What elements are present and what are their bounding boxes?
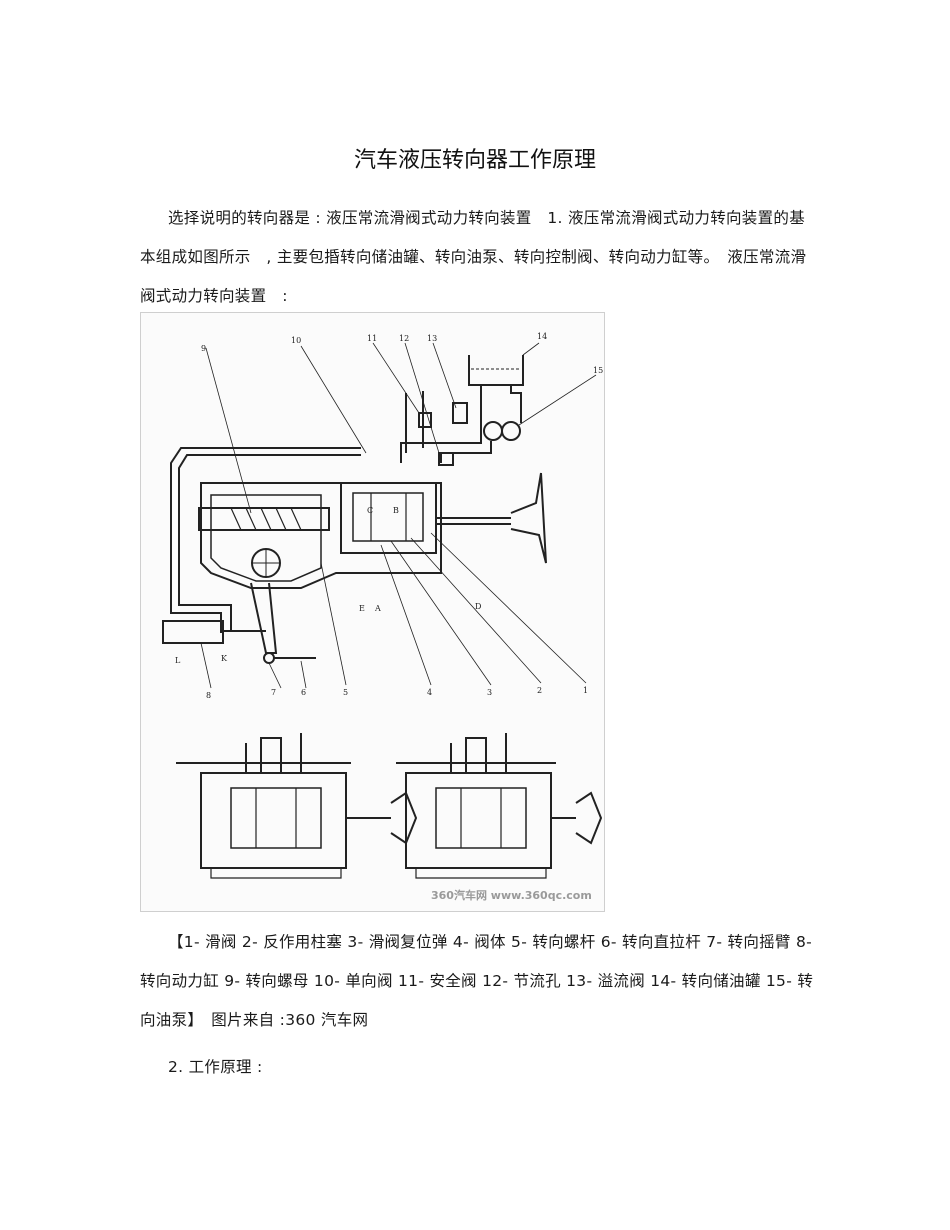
figure-legend: 【1- 滑阀 2- 反作用柱塞 3- 滑阀复位弹 4- 阀体 5- 转向螺杆 6… [140, 933, 814, 1029]
steering-diagram: 9 10 11 12 13 14 15 1 2 3 4 5 6 7 8 A B … [162, 332, 603, 902]
label-12: 12 [399, 334, 409, 343]
label-1: 1 [583, 686, 588, 695]
label-C: C [367, 506, 373, 515]
label-8: 8 [206, 691, 211, 700]
label-D: D [475, 602, 481, 611]
label-E: E [359, 604, 365, 613]
label-14: 14 [537, 332, 547, 341]
steering-diagram-figure: 9 10 11 12 13 14 15 1 2 3 4 5 6 7 8 A B … [140, 312, 605, 912]
page-title: 汽车液压转向器工作原理 [353, 148, 596, 173]
section-heading: 2. 工作原理 : [168, 1058, 263, 1076]
watermark: 360汽车网 www.360qc.com [431, 888, 592, 902]
label-11: 11 [367, 334, 377, 343]
safety-valve-shape [418, 412, 432, 428]
label-9: 9 [201, 344, 206, 353]
label-6: 6 [301, 688, 306, 697]
label-10: 10 [291, 336, 301, 345]
label-4: 4 [427, 688, 432, 697]
label-7: 7 [271, 688, 276, 697]
intro-paragraph: 选择说明的转向器是 : 液压常流滑阀式动力转向装置 1. 液压常流滑阀式动力转向… [140, 209, 807, 305]
label-2: 2 [537, 686, 542, 695]
label-13: 13 [427, 334, 437, 343]
label-3: 3 [487, 688, 492, 697]
label-A: A [374, 604, 381, 613]
label-15: 15 [593, 366, 603, 375]
label-5: 5 [343, 688, 348, 697]
label-L: L [175, 656, 181, 665]
reservoir-shape [468, 355, 524, 386]
overflow-valve-shape [452, 402, 468, 424]
label-B: B [393, 506, 399, 515]
label-K: K [221, 654, 228, 663]
